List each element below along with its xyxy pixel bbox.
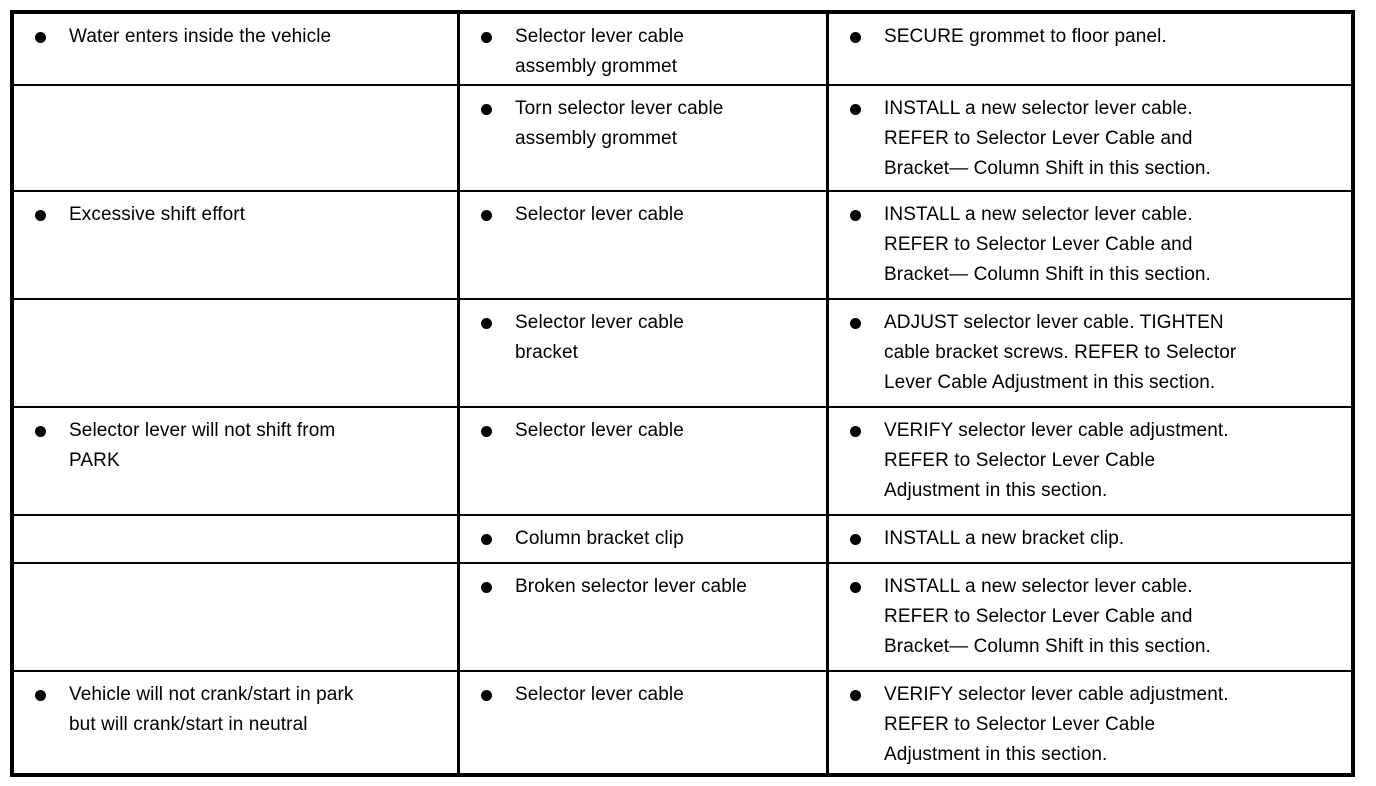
condition-item: Excessive shift effort	[14, 200, 451, 230]
action-text: SECURE grommet to floor panel.	[884, 26, 1167, 47]
condition-cell	[14, 86, 457, 190]
action-text: INSTALL a new selector lever cable. REFE…	[884, 204, 1211, 285]
action-cell: INSTALL a new selector lever cable. REFE…	[826, 86, 1351, 190]
source-item: Column bracket clip	[460, 524, 820, 554]
source-item: Selector lever cable	[460, 200, 820, 230]
action-cell: INSTALL a new bracket clip.	[826, 516, 1351, 562]
bullet-icon	[35, 32, 46, 43]
condition-cell: Vehicle will not crank/start in park but…	[14, 672, 457, 773]
action-item: VERIFY selector lever cable adjustment. …	[829, 416, 1345, 506]
source-text: Selector lever cable	[515, 420, 684, 441]
bullet-icon	[481, 690, 492, 701]
bullet-icon	[850, 104, 861, 115]
condition-text: Selector lever will not shift from PARK	[69, 420, 336, 471]
source-cell: Selector lever cable	[457, 672, 826, 773]
table-row: Excessive shift effort Selector lever ca…	[14, 190, 1351, 298]
bullet-icon	[481, 210, 492, 221]
action-text: VERIFY selector lever cable adjustment. …	[884, 420, 1229, 501]
condition-cell: Excessive shift effort	[14, 192, 457, 298]
source-cell: Selector lever cable	[457, 408, 826, 514]
bullet-icon	[850, 426, 861, 437]
bullet-icon	[850, 210, 861, 221]
condition-item: Selector lever will not shift from PARK	[14, 416, 451, 476]
action-item: SECURE grommet to floor panel.	[829, 22, 1345, 52]
action-item: ADJUST selector lever cable. TIGHTEN cab…	[829, 308, 1345, 398]
source-cell: Selector lever cable assembly grommet	[457, 14, 826, 84]
condition-text: Vehicle will not crank/start in park but…	[69, 684, 354, 735]
action-text: INSTALL a new bracket clip.	[884, 528, 1125, 549]
action-cell: VERIFY selector lever cable adjustment. …	[826, 672, 1351, 773]
table-row: Selector lever will not shift from PARK …	[14, 406, 1351, 514]
source-text: Selector lever cable assembly grommet	[515, 26, 684, 77]
bullet-icon	[850, 690, 861, 701]
source-text: Selector lever cable	[515, 204, 684, 225]
source-cell: Selector lever cable	[457, 192, 826, 298]
action-cell: ADJUST selector lever cable. TIGHTEN cab…	[826, 300, 1351, 406]
bullet-icon	[481, 534, 492, 545]
source-text: Torn selector lever cable assembly gromm…	[515, 98, 724, 149]
condition-cell	[14, 564, 457, 670]
bullet-icon	[850, 32, 861, 43]
source-item: Selector lever cable assembly grommet	[460, 22, 820, 82]
bullet-icon	[35, 426, 46, 437]
action-text: VERIFY selector lever cable adjustment. …	[884, 684, 1229, 765]
condition-cell: Water enters inside the vehicle	[14, 14, 457, 84]
action-cell: VERIFY selector lever cable adjustment. …	[826, 408, 1351, 514]
action-item: INSTALL a new selector lever cable. REFE…	[829, 94, 1345, 184]
bullet-icon	[481, 318, 492, 329]
table-row: Selector lever cable bracket ADJUST sele…	[14, 298, 1351, 406]
action-cell: INSTALL a new selector lever cable. REFE…	[826, 564, 1351, 670]
condition-text: Excessive shift effort	[69, 204, 246, 225]
source-cell: Column bracket clip	[457, 516, 826, 562]
source-cell: Torn selector lever cable assembly gromm…	[457, 86, 826, 190]
condition-cell: Selector lever will not shift from PARK	[14, 408, 457, 514]
diagnosis-table: Water enters inside the vehicle Selector…	[10, 10, 1355, 777]
condition-cell	[14, 300, 457, 406]
bullet-icon	[35, 690, 46, 701]
action-cell: SECURE grommet to floor panel.	[826, 14, 1351, 84]
condition-item: Vehicle will not crank/start in park but…	[14, 680, 451, 740]
table-row: Broken selector lever cable INSTALL a ne…	[14, 562, 1351, 670]
action-text: INSTALL a new selector lever cable. REFE…	[884, 576, 1211, 657]
action-item: INSTALL a new bracket clip.	[829, 524, 1345, 554]
condition-text: Water enters inside the vehicle	[69, 26, 332, 47]
action-item: INSTALL a new selector lever cable. REFE…	[829, 572, 1345, 662]
source-cell: Selector lever cable bracket	[457, 300, 826, 406]
action-text: INSTALL a new selector lever cable. REFE…	[884, 98, 1211, 179]
action-cell: INSTALL a new selector lever cable. REFE…	[826, 192, 1351, 298]
bullet-icon	[481, 426, 492, 437]
source-text: Selector lever cable bracket	[515, 312, 684, 363]
source-item: Torn selector lever cable assembly gromm…	[460, 94, 820, 154]
table-row: Water enters inside the vehicle Selector…	[14, 14, 1351, 84]
action-item: INSTALL a new selector lever cable. REFE…	[829, 200, 1345, 290]
source-item: Selector lever cable	[460, 416, 820, 446]
bullet-icon	[850, 582, 861, 593]
bullet-icon	[850, 534, 861, 545]
source-text: Column bracket clip	[515, 528, 684, 549]
source-text: Broken selector lever cable	[515, 576, 747, 597]
table-row: Column bracket clip INSTALL a new bracke…	[14, 514, 1351, 562]
table-row: Vehicle will not crank/start in park but…	[14, 670, 1351, 773]
action-text: ADJUST selector lever cable. TIGHTEN cab…	[884, 312, 1237, 393]
source-item: Broken selector lever cable	[460, 572, 820, 602]
condition-item: Water enters inside the vehicle	[14, 22, 451, 52]
action-item: VERIFY selector lever cable adjustment. …	[829, 680, 1345, 770]
bullet-icon	[850, 318, 861, 329]
table-row: Torn selector lever cable assembly gromm…	[14, 84, 1351, 190]
source-item: Selector lever cable bracket	[460, 308, 820, 368]
bullet-icon	[35, 210, 46, 221]
condition-cell	[14, 516, 457, 562]
source-item: Selector lever cable	[460, 680, 820, 710]
source-text: Selector lever cable	[515, 684, 684, 705]
bullet-icon	[481, 104, 492, 115]
bullet-icon	[481, 582, 492, 593]
source-cell: Broken selector lever cable	[457, 564, 826, 670]
bullet-icon	[481, 32, 492, 43]
